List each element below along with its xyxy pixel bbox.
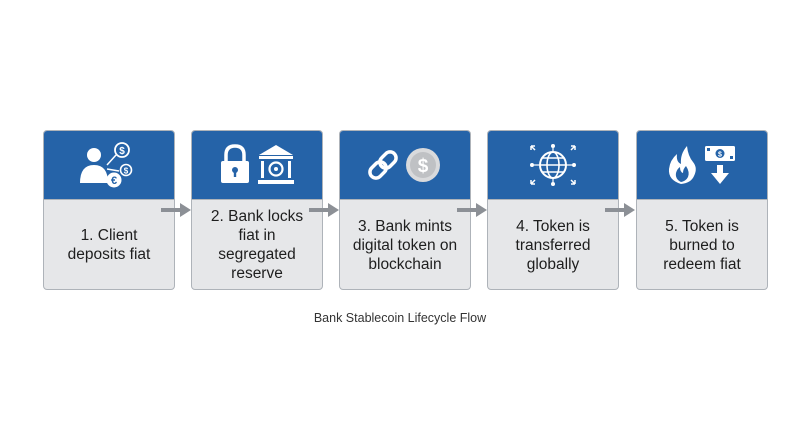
step-4-label: 4. Token is transferred globally (488, 199, 618, 289)
step-2-icons (221, 144, 294, 184)
flow-arrow (309, 203, 339, 217)
padlock-icon (221, 144, 249, 183)
dollar-coin-icon: $ (114, 142, 130, 158)
flame-icon (668, 146, 696, 184)
step-1-header: $ $ € (44, 131, 174, 199)
step-3-label: 3. Bank mints digital token on blockchai… (340, 199, 470, 289)
svg-text:€: € (111, 175, 117, 187)
flow-arrow (161, 203, 191, 217)
svg-text:$: $ (418, 156, 429, 177)
step-client-deposits: $ $ € 1. Client deposits fiat (43, 130, 175, 290)
step-3-icons: $ (368, 148, 440, 182)
step-1-label: 1. Client deposits fiat (44, 199, 174, 289)
step-bank-locks: 2. Bank locks fiat in segregated reserve (191, 130, 323, 290)
bank-building-icon (258, 145, 294, 184)
step-3-header: $ (340, 131, 470, 199)
flow-arrow (457, 203, 487, 217)
svg-text:$: $ (124, 167, 129, 176)
step-5-header: $ (637, 131, 767, 199)
flow-arrow (605, 203, 635, 217)
silver-dollar-coin-icon: $ (406, 148, 440, 182)
step-4-header (488, 131, 618, 199)
step-5-label: 5. Token is burned to redeem fiat (637, 199, 767, 289)
svg-text:$: $ (718, 152, 722, 159)
svg-text:$: $ (119, 146, 125, 157)
chain-link-icon (368, 150, 398, 180)
globe-network-icon (530, 144, 576, 186)
step-2-label: 2. Bank locks fiat in segregated reserve (192, 199, 322, 289)
euro-coin-icon: € (106, 172, 122, 188)
step-token-burned: $ 5. Token is burned to redeem fiat (636, 130, 768, 290)
step-5-icons: $ (668, 146, 735, 184)
step-bank-mints: $ 3. Bank mints digital token on blockch… (339, 130, 471, 290)
diagram-caption: Bank Stablecoin Lifecycle Flow (313, 311, 487, 325)
step-2-header (192, 131, 322, 199)
step-token-transferred: 4. Token is transferred globally (487, 130, 619, 290)
user-icon: $ $ € (80, 142, 133, 188)
banknote-down-icon: $ (705, 146, 735, 184)
